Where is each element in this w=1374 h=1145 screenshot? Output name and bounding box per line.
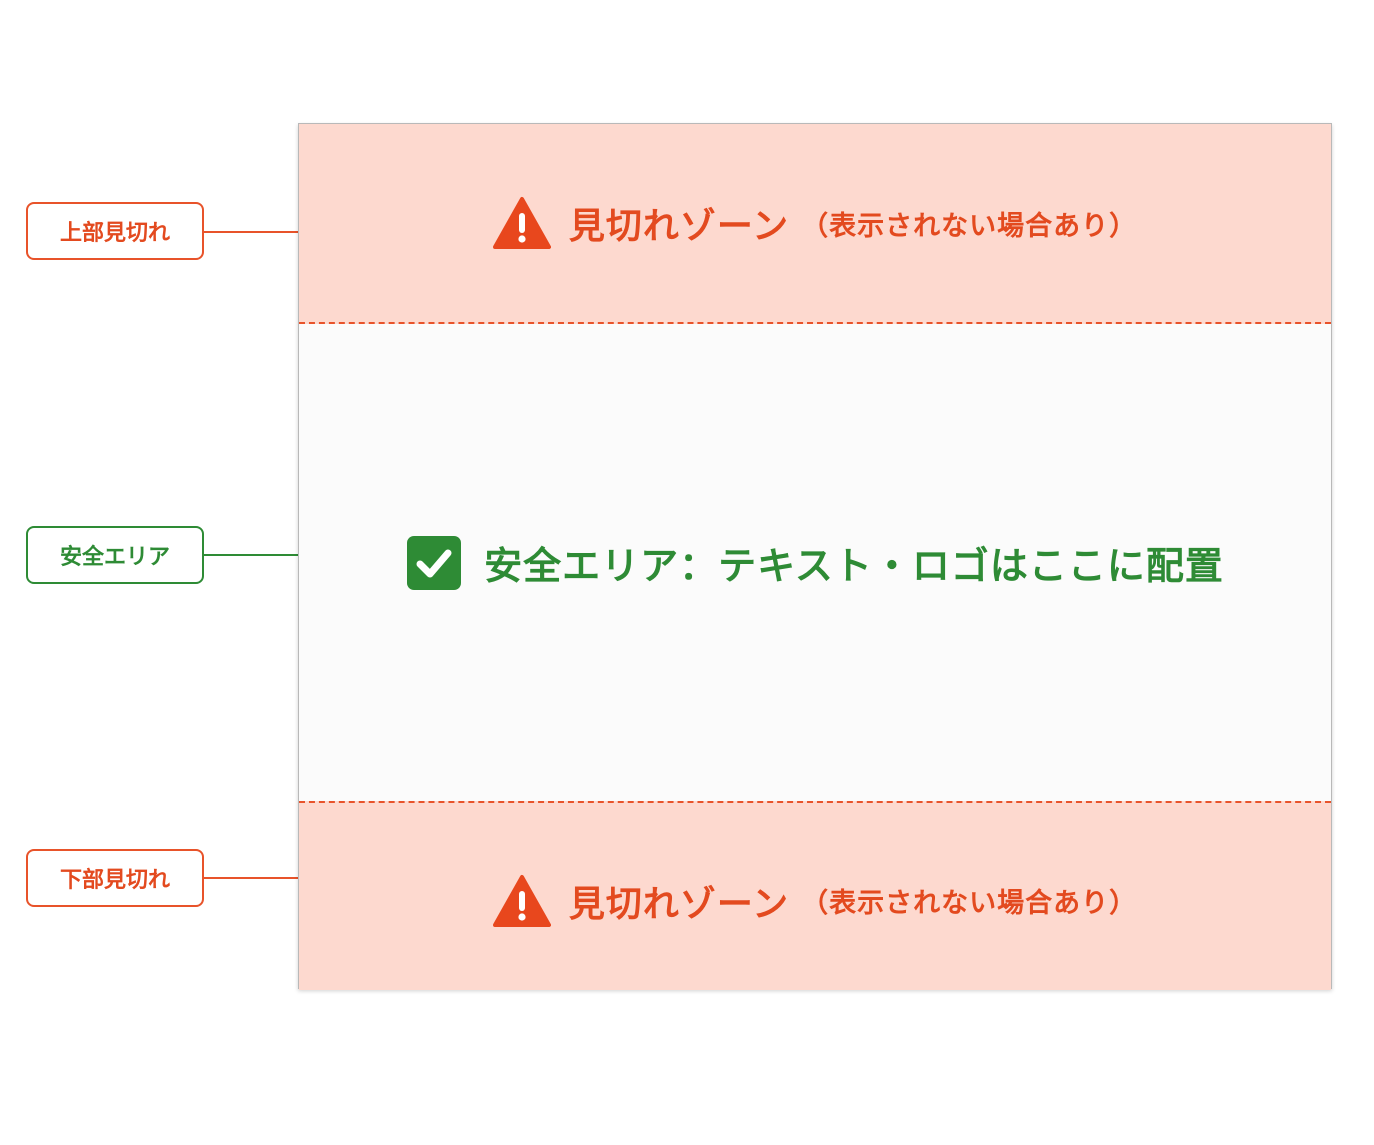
top-crop-title: 見切れゾーン (568, 206, 790, 247)
top-crop-zone: 見切れゾーン （表示されない場合あり） (299, 124, 1331, 324)
checkbox-check-icon (407, 535, 462, 590)
top-crop-message: 見切れゾーン （表示されない場合あり） (492, 196, 1138, 250)
safe-area-message: 安全エリア：テキスト・ロゴはここに配置 (406, 535, 1224, 591)
bottom-crop-message: 見切れゾーン （表示されない場合あり） (492, 874, 1138, 928)
warning-triangle-icon (492, 197, 551, 249)
bottom-crop-title: 見切れゾーン (568, 883, 790, 925)
label-top-crop: 上部見切れ (26, 202, 204, 260)
screen-canvas: 見切れゾーン （表示されない場合あり） 安全エリア：テキスト・ロゴはここに配置 … (298, 123, 1332, 990)
safe-area-title: 安全エリア：テキスト・ロゴはここに配置 (484, 544, 1224, 588)
bottom-crop-zone: 見切れゾーン （表示されない場合あり） (299, 801, 1331, 990)
warning-triangle-icon (492, 874, 551, 927)
label-top-crop-text: 上部見切れ (59, 221, 170, 246)
bottom-crop-note: （表示されない場合あり） (801, 888, 1138, 919)
top-crop-note: （表示されない場合あり） (801, 210, 1138, 242)
label-bottom-crop: 下部見切れ (26, 849, 204, 907)
label-bottom-crop-text: 下部見切れ (59, 868, 170, 893)
safe-area-zone: 安全エリア：テキスト・ロゴはここに配置 (299, 324, 1331, 801)
label-safe-area-text: 安全エリア (59, 545, 170, 570)
label-safe-area: 安全エリア (26, 526, 204, 584)
